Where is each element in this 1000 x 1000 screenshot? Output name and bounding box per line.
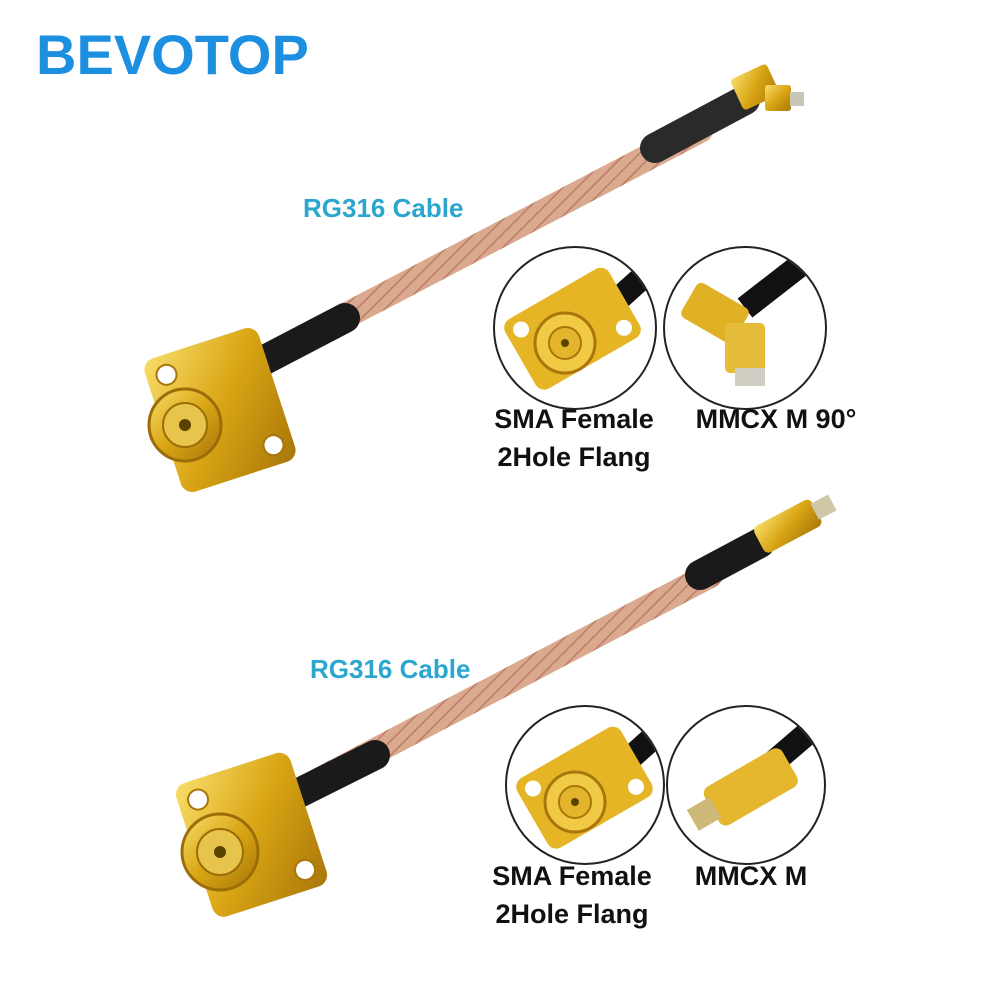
cable-label-1: RG316 Cable <box>303 193 464 223</box>
sma-female-label-2: SMA Female 2Hole Flang <box>472 857 672 933</box>
cable-assembly-1-image <box>144 64 804 492</box>
mmcx-m-90-label: MMCX M 90° <box>695 404 857 434</box>
sma-female-detail-1 <box>493 246 657 410</box>
cable-assembly-2-image <box>175 494 837 917</box>
mmcx-m-label: MMCX M <box>694 861 808 891</box>
sma-female-label-1-line2: 2Hole Flang <box>497 442 651 472</box>
sma-female-label-2-line1: SMA Female <box>492 861 652 891</box>
mmcx-m-90-detail <box>663 246 827 410</box>
mmcx-m-detail <box>666 705 826 865</box>
sma-female-label-1: SMA Female 2Hole Flang <box>474 400 674 476</box>
sma-female-detail-2 <box>505 705 665 865</box>
sma-female-label-2-line2: 2Hole Flang <box>495 899 649 929</box>
sma-female-label-1-line1: SMA Female <box>494 404 654 434</box>
cable-label-2: RG316 Cable <box>310 654 471 684</box>
brand-logo: BEVOTOP <box>36 23 309 86</box>
